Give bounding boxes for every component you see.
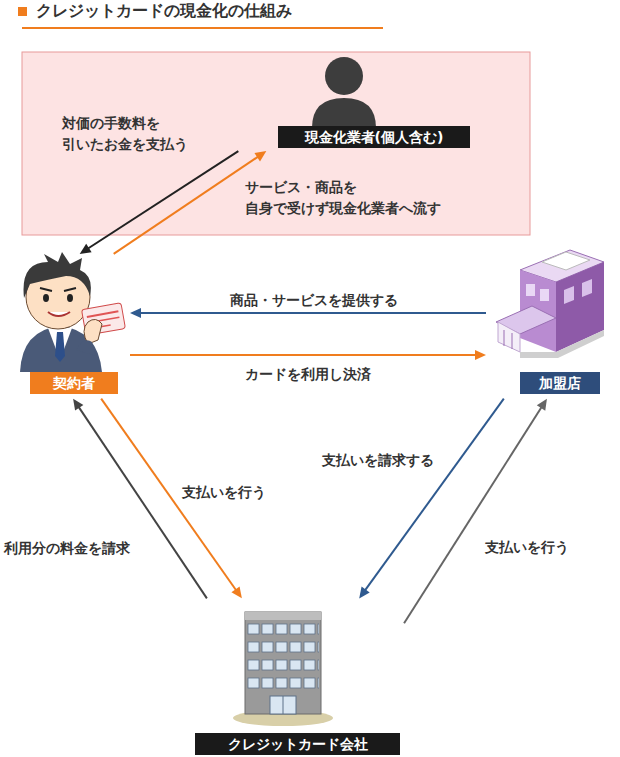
arrow-head bbox=[475, 350, 486, 360]
highlight-region bbox=[22, 52, 530, 235]
diagram-title: クレジットカードの現金化の仕組み bbox=[36, 1, 292, 22]
arrow-line bbox=[364, 399, 503, 591]
flow-arrow bbox=[130, 308, 486, 318]
flow-arrow bbox=[359, 399, 504, 599]
card-company-node: クレジットカード会社 bbox=[193, 600, 403, 757]
edge-label: 利用分の料金を請求 bbox=[4, 538, 130, 559]
arrow-head bbox=[359, 587, 370, 599]
edge-label: 商品・サービスを提供する bbox=[230, 290, 398, 311]
flow-arrow bbox=[130, 350, 486, 360]
arrow-line bbox=[78, 406, 207, 598]
node-label: クレジットカード会社 bbox=[195, 733, 400, 755]
flow-arrow bbox=[80, 151, 239, 254]
title-marker bbox=[18, 7, 27, 16]
flow-arrow bbox=[114, 151, 267, 254]
arrow-line bbox=[404, 406, 542, 623]
merchant-node: 加盟店 bbox=[488, 245, 608, 397]
contractor-node: 契約者 bbox=[8, 255, 128, 397]
flow-arrow bbox=[404, 399, 547, 624]
title-underline bbox=[22, 27, 383, 29]
arrow-head bbox=[73, 399, 83, 411]
office-building bbox=[233, 612, 333, 726]
arrow-head bbox=[130, 308, 141, 318]
dealer-node: 現金化業者(個人含む) bbox=[230, 50, 475, 150]
edge-label: 支払いを請求する bbox=[322, 450, 434, 471]
edge-label: 支払いを行う bbox=[485, 537, 569, 558]
arrow-line bbox=[130, 354, 477, 356]
shop-building bbox=[496, 250, 604, 358]
edge-label: サービス・商品を 自身で受けず現金化業者へ流す bbox=[245, 177, 475, 219]
arrow-line bbox=[139, 312, 486, 314]
person-silhouette bbox=[312, 57, 376, 128]
arrow-head bbox=[80, 244, 92, 254]
edge-label: 支払いを行う bbox=[182, 482, 266, 503]
arrow-line bbox=[87, 151, 238, 249]
edge-label: 対価の手数料を 引いたお金を支払う bbox=[62, 113, 222, 155]
arrow-head bbox=[254, 151, 266, 161]
node-label: 加盟店 bbox=[520, 372, 600, 394]
node-label: 現金化業者(個人含む) bbox=[278, 126, 470, 148]
edge-label: カードを利用し決済 bbox=[245, 364, 371, 385]
arrow-line bbox=[114, 156, 259, 254]
node-label: 契約者 bbox=[30, 372, 118, 394]
arrow-head bbox=[537, 399, 547, 411]
arrow-head bbox=[231, 586, 241, 598]
businessman-illustration bbox=[20, 252, 125, 372]
